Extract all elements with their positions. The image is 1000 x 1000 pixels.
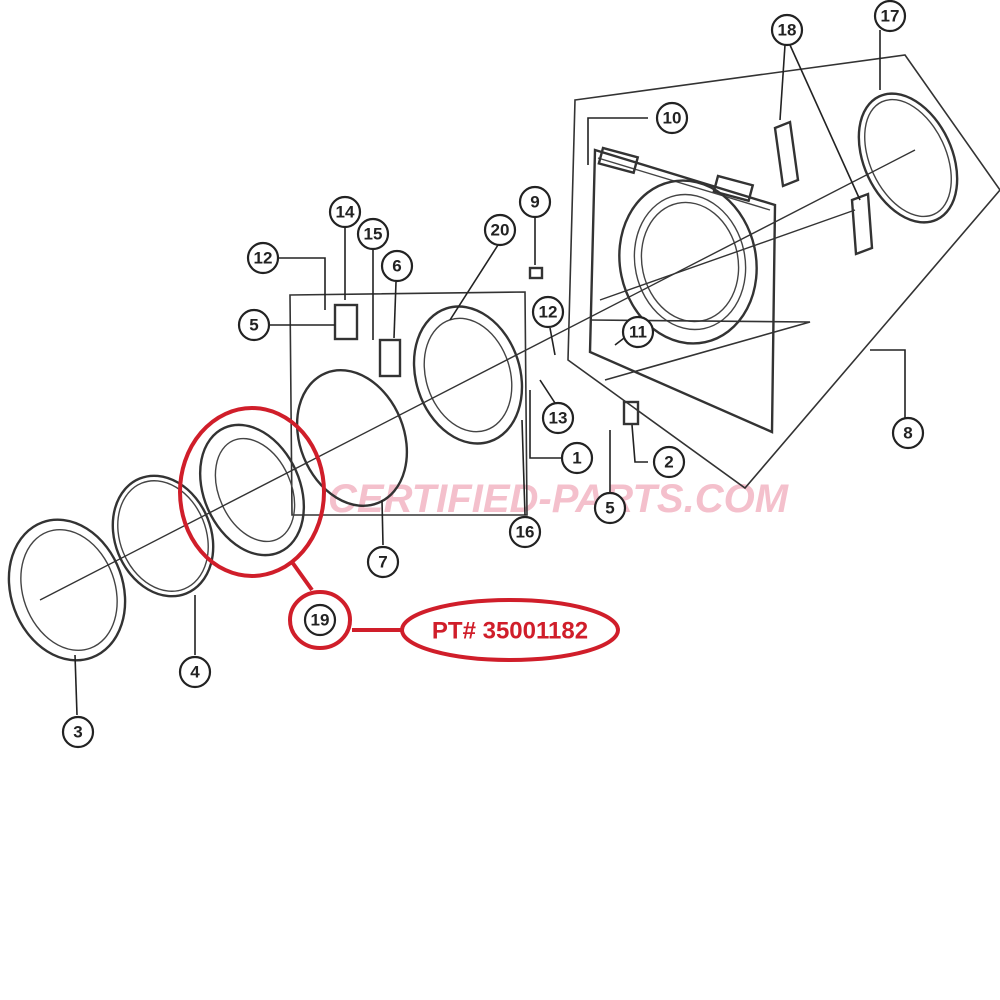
callout-18: 18 xyxy=(770,13,804,47)
svg-text:8: 8 xyxy=(903,424,912,443)
latch-14 xyxy=(333,303,359,341)
callout-1: 1 xyxy=(560,441,594,475)
svg-text:6: 6 xyxy=(392,257,401,276)
callout-20: 20 xyxy=(483,213,517,247)
svg-text:2: 2 xyxy=(664,453,673,472)
door-ring-4 xyxy=(111,474,215,598)
callout-11: 11 xyxy=(621,315,655,349)
callout-12a: 12 xyxy=(246,241,280,275)
gasket-ring-17 xyxy=(857,92,959,224)
callout-19: 19 xyxy=(303,603,337,637)
svg-text:11: 11 xyxy=(629,323,647,342)
svg-text:5: 5 xyxy=(605,499,614,518)
callout-15: 15 xyxy=(356,217,390,251)
callout-2: 2 xyxy=(652,445,686,479)
callout-5-hidden: 5 xyxy=(593,491,627,525)
callout-8: 8 xyxy=(891,416,925,450)
callout-7: 7 xyxy=(366,545,400,579)
svg-text:10: 10 xyxy=(663,109,682,128)
door-frame-20 xyxy=(412,305,524,445)
hinge-bracket-18a xyxy=(773,120,800,188)
svg-text:19: 19 xyxy=(311,611,330,630)
callout-19-highlight xyxy=(288,590,352,650)
svg-text:5: 5 xyxy=(249,316,258,335)
callout-10: 10 xyxy=(655,101,689,135)
callout-3: 3 xyxy=(61,715,95,749)
watermark-text: CERTIFIED-PARTS.COM xyxy=(328,477,790,521)
screw-9 xyxy=(528,266,544,280)
switch-6 xyxy=(378,338,402,378)
callout-4: 4 xyxy=(178,655,212,689)
inner-door-19 xyxy=(198,423,306,557)
callout-14: 14 xyxy=(328,195,362,229)
svg-text:4: 4 xyxy=(190,663,200,682)
svg-text:14: 14 xyxy=(336,203,355,222)
hinge-bracket-18b xyxy=(850,192,874,256)
svg-text:12: 12 xyxy=(254,249,273,268)
svg-text:3: 3 xyxy=(73,723,82,742)
leader-lines xyxy=(74,30,906,716)
door-subassembly-box xyxy=(289,291,528,516)
callout-5: 5 xyxy=(237,308,271,342)
svg-text:7: 7 xyxy=(378,553,387,572)
part-number-highlight xyxy=(400,598,620,662)
svg-text:13: 13 xyxy=(549,409,568,428)
svg-text:15: 15 xyxy=(364,225,383,244)
svg-text:16: 16 xyxy=(516,523,535,542)
svg-text:18: 18 xyxy=(778,21,797,40)
svg-text:17: 17 xyxy=(881,7,900,26)
callout-12b: 12 xyxy=(531,295,565,329)
strike-2 xyxy=(622,400,640,426)
part-highlight-circle xyxy=(178,406,326,578)
door-glass-7 xyxy=(295,369,409,507)
part-number-label: PT# 35001182 xyxy=(432,618,588,645)
svg-text:9: 9 xyxy=(530,193,539,212)
callout-6: 6 xyxy=(380,249,414,283)
callout-16: 16 xyxy=(508,515,542,549)
outer-door-3 xyxy=(7,518,127,662)
svg-text:12: 12 xyxy=(539,303,558,322)
callout-13: 13 xyxy=(541,401,575,435)
callout-17: 17 xyxy=(873,0,907,33)
svg-text:20: 20 xyxy=(491,221,510,240)
front-panel-assembly xyxy=(567,54,1000,490)
svg-text:1: 1 xyxy=(572,449,581,468)
callout-9: 9 xyxy=(518,185,552,219)
